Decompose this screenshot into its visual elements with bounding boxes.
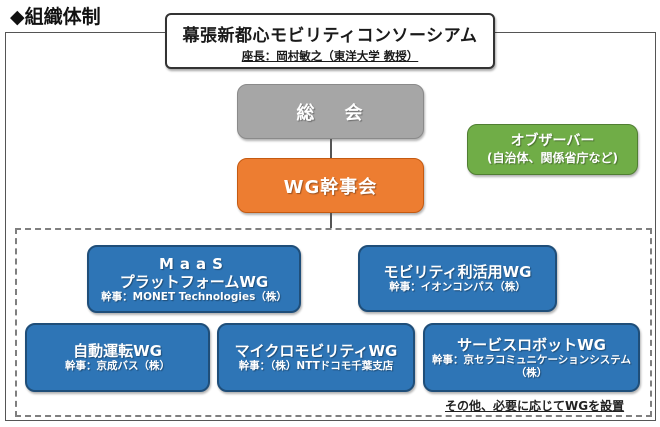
wg-name: モビリティ利活用WG [383, 263, 532, 282]
wg-name: マイクロモビリティWG [234, 342, 398, 361]
wg-name: サービスロボットWG [457, 335, 606, 354]
wg-lead: 幹事：京セラコミュニケーションシステム（株） [432, 353, 631, 379]
connector-line [330, 213, 332, 228]
wg-lead: 幹事：イオンコンパス（株） [389, 281, 526, 294]
additional-wg-note: その他、必要に応じてWGを設置 [445, 399, 625, 413]
observer-detail: (自治体、関係省庁など) [487, 150, 618, 165]
general-assembly-box: 総会 [237, 84, 424, 139]
general-assembly-label-part1: 総 [296, 102, 317, 124]
wg-executive-label: WG幹事会 [283, 176, 378, 198]
wg-box-micromobility: マイクロモビリティWG 幹事：（株）NTTドコモ千葉支店 [217, 323, 415, 392]
working-groups-container [15, 228, 652, 417]
wg-lead: 幹事：（株）NTTドコモ千葉支店 [238, 360, 394, 373]
wg-lead: 幹事：MONET Technologies（株） [101, 290, 287, 303]
wg-box-maas-platform: MaaS プラットフォームWG 幹事：MONET Technologies（株） [87, 245, 301, 313]
wg-name: プラットフォームWG [119, 272, 269, 291]
wg-lead: 幹事：京成バス（株） [65, 360, 170, 373]
consortium-name: 幕張新都心モビリティコンソーシアム [182, 26, 478, 46]
consortium-title-box: 幕張新都心モビリティコンソーシアム 座長：岡村敏之（東洋大学 教授） [165, 13, 495, 69]
general-assembly-label-part2: 会 [344, 102, 365, 124]
connector-line [330, 139, 332, 158]
wg-box-mobility-utilization: モビリティ利活用WG 幹事：イオンコンパス（株） [358, 245, 557, 312]
observer-box: オブザーバー (自治体、関係省庁など) [467, 124, 638, 175]
section-heading: ◆組織体制 [10, 6, 101, 28]
wg-name: 自動運転WG [73, 342, 162, 361]
general-assembly-label: 総会 [297, 99, 365, 125]
wg-box-autonomous-driving: 自動運転WG 幹事：京成バス（株） [25, 323, 210, 392]
wg-name: MaaS [159, 254, 229, 273]
wg-executive-box: WG幹事会 [237, 158, 424, 213]
observer-title: オブザーバー [510, 133, 595, 150]
consortium-chair: 座長：岡村敏之（東洋大学 教授） [241, 49, 419, 63]
wg-box-service-robot: サービスロボットWG 幹事：京セラコミュニケーションシステム（株） [423, 323, 640, 392]
